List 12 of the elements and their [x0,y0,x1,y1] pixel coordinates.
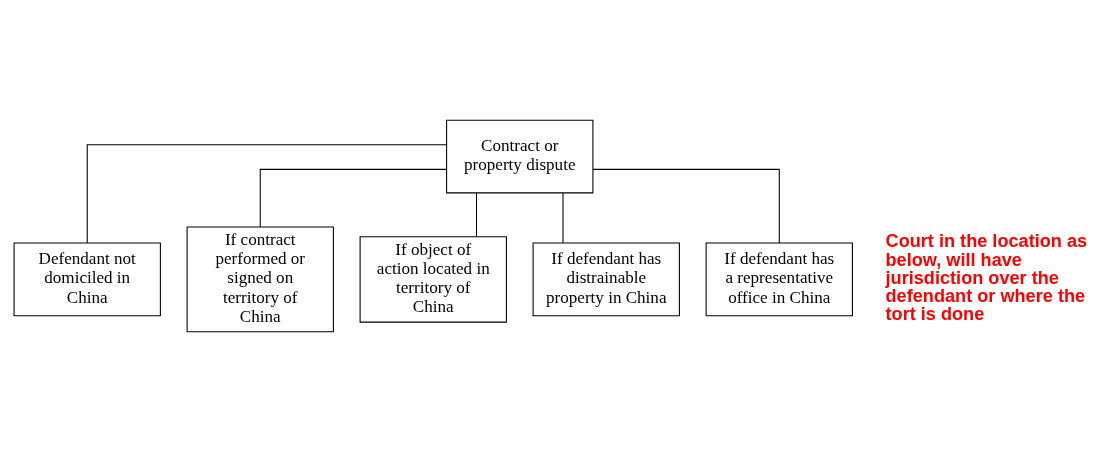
connector [259,168,447,227]
node-box: Defendant not domiciled in China [13,242,161,316]
node-box: If contract performed or signed on territory of China [186,226,334,332]
node-box: If defendant has distrainable property in China [532,242,680,316]
connector [86,143,447,243]
connector [562,192,564,243]
connector [475,192,478,237]
node-box: If object of action located in territory of China [359,235,507,323]
connector [592,168,780,244]
node-box: If defendant has a representative office in China [705,242,853,316]
node-box: Contract or property dispute [446,119,594,193]
label: Court in the location as below, will have jurisdiction over the defendant or where the tort is done [885,230,1088,324]
